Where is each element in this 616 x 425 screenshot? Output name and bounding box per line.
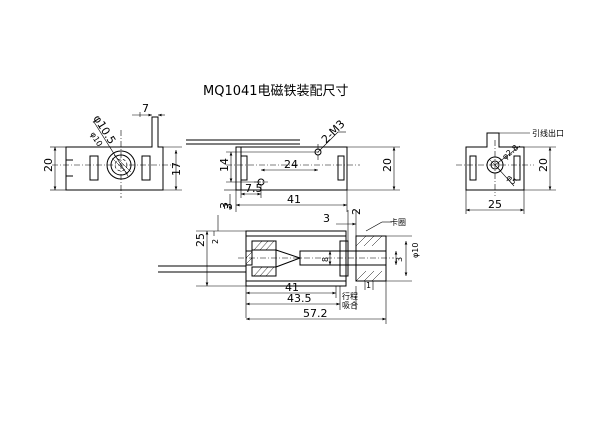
right-view-lead-label: 引线出口: [532, 128, 564, 138]
section-dim-25: 25: [194, 233, 207, 247]
section-dim-3: 3: [222, 203, 235, 210]
section-dim-57-2: 57.2: [303, 307, 328, 320]
left-view-height-17: 17: [170, 162, 183, 176]
section-view: 25 2 3 3 2 卡圈 8 φ10 3 1 41: [158, 203, 420, 324]
left-view-height-20: 20: [42, 158, 55, 172]
left-view-width-7: 7: [142, 102, 149, 115]
right-view-dia-5: φ5: [505, 173, 519, 187]
section-dim-2: 2: [211, 239, 220, 244]
top-view-dim-24: 24: [284, 158, 298, 171]
top-side-view: 2-M3 14 24 7.5 41 3 20: [186, 118, 400, 212]
section-clip-label: 卡圈: [390, 217, 406, 227]
top-view-dim-3: 3: [218, 202, 231, 209]
top-view-dim-41: 41: [287, 193, 301, 206]
top-view-dim-14: 14: [218, 158, 231, 172]
top-view-height-20: 20: [381, 158, 394, 172]
left-end-view: 20 17 7 φ10.5 φ10: [42, 102, 183, 198]
right-view-height-20: 20: [537, 158, 550, 172]
section-dim-41: 41: [285, 281, 299, 294]
section-dim-2-top: 2: [350, 208, 363, 215]
section-stroke-label-2: 吸合: [342, 300, 358, 310]
right-end-view: 引线出口 φ2.8 φ5 20 25: [456, 128, 564, 214]
section-dim-43-5: 43.5: [287, 292, 312, 305]
section-dim-3-right: 3: [395, 257, 404, 262]
drawing-title: MQ1041电磁铁装配尺寸: [203, 84, 349, 99]
section-stroke-label: 行程: [342, 291, 358, 301]
section-dim-1: 1: [366, 281, 371, 290]
section-dia-10: φ10: [411, 243, 420, 258]
top-view-dim-7-5: 7.5: [245, 182, 263, 195]
section-dim-8: 8: [321, 257, 330, 262]
right-view-dia-2-8: φ2.8: [501, 143, 521, 161]
right-view-width-25: 25: [488, 198, 502, 211]
section-dim-3-top: 3: [323, 212, 330, 225]
